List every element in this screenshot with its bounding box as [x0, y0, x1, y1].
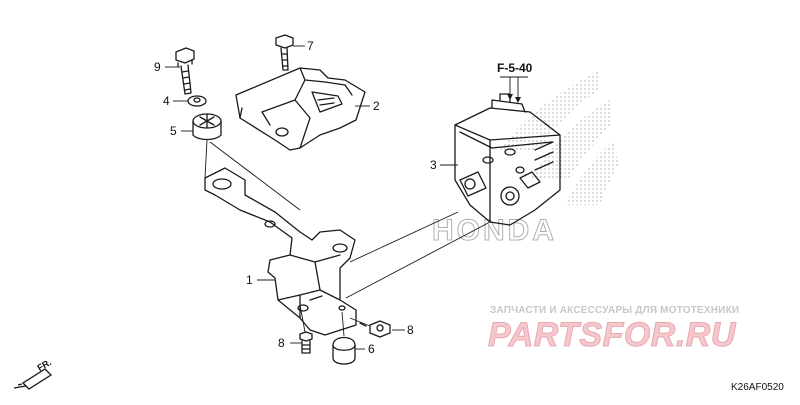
watermark-caption: ЗАПЧАСТИ И АКСЕССУАРЫ ДЛЯ МОТОТЕХНИКИ: [490, 305, 740, 316]
cover-2: [235, 67, 366, 151]
bracket-1: [204, 167, 357, 336]
bolt-9: [175, 47, 195, 95]
rubber-mount-5: [192, 113, 222, 141]
callout-7: 7: [307, 39, 314, 53]
grommet-6: [332, 336, 356, 365]
bolt-8-right: [359, 320, 391, 338]
callout-2: 2: [373, 99, 380, 113]
callout-1: 1: [246, 273, 253, 287]
honda-wing-logo: HONDA: [432, 70, 618, 248]
abs-modulator-3: [454, 93, 561, 226]
front-arrow: [13, 368, 53, 390]
callout-8-left: 8: [278, 336, 285, 350]
watermark-brand: PARTSFOR.RU: [488, 316, 736, 355]
callout-9: 9: [154, 60, 161, 74]
bolt-7: [275, 34, 294, 71]
bolt-8-left: [299, 331, 313, 354]
honda-logo-text: HONDA: [432, 214, 557, 247]
callout-3: 3: [430, 158, 437, 172]
callout-5: 5: [170, 124, 177, 138]
callout-8-right: 8: [407, 323, 414, 337]
figure-code: K26AF0520: [731, 382, 784, 393]
callout-4: 4: [163, 94, 170, 108]
reference-f-5-40: F-5-40: [497, 61, 533, 75]
callout-6: 6: [368, 342, 375, 356]
